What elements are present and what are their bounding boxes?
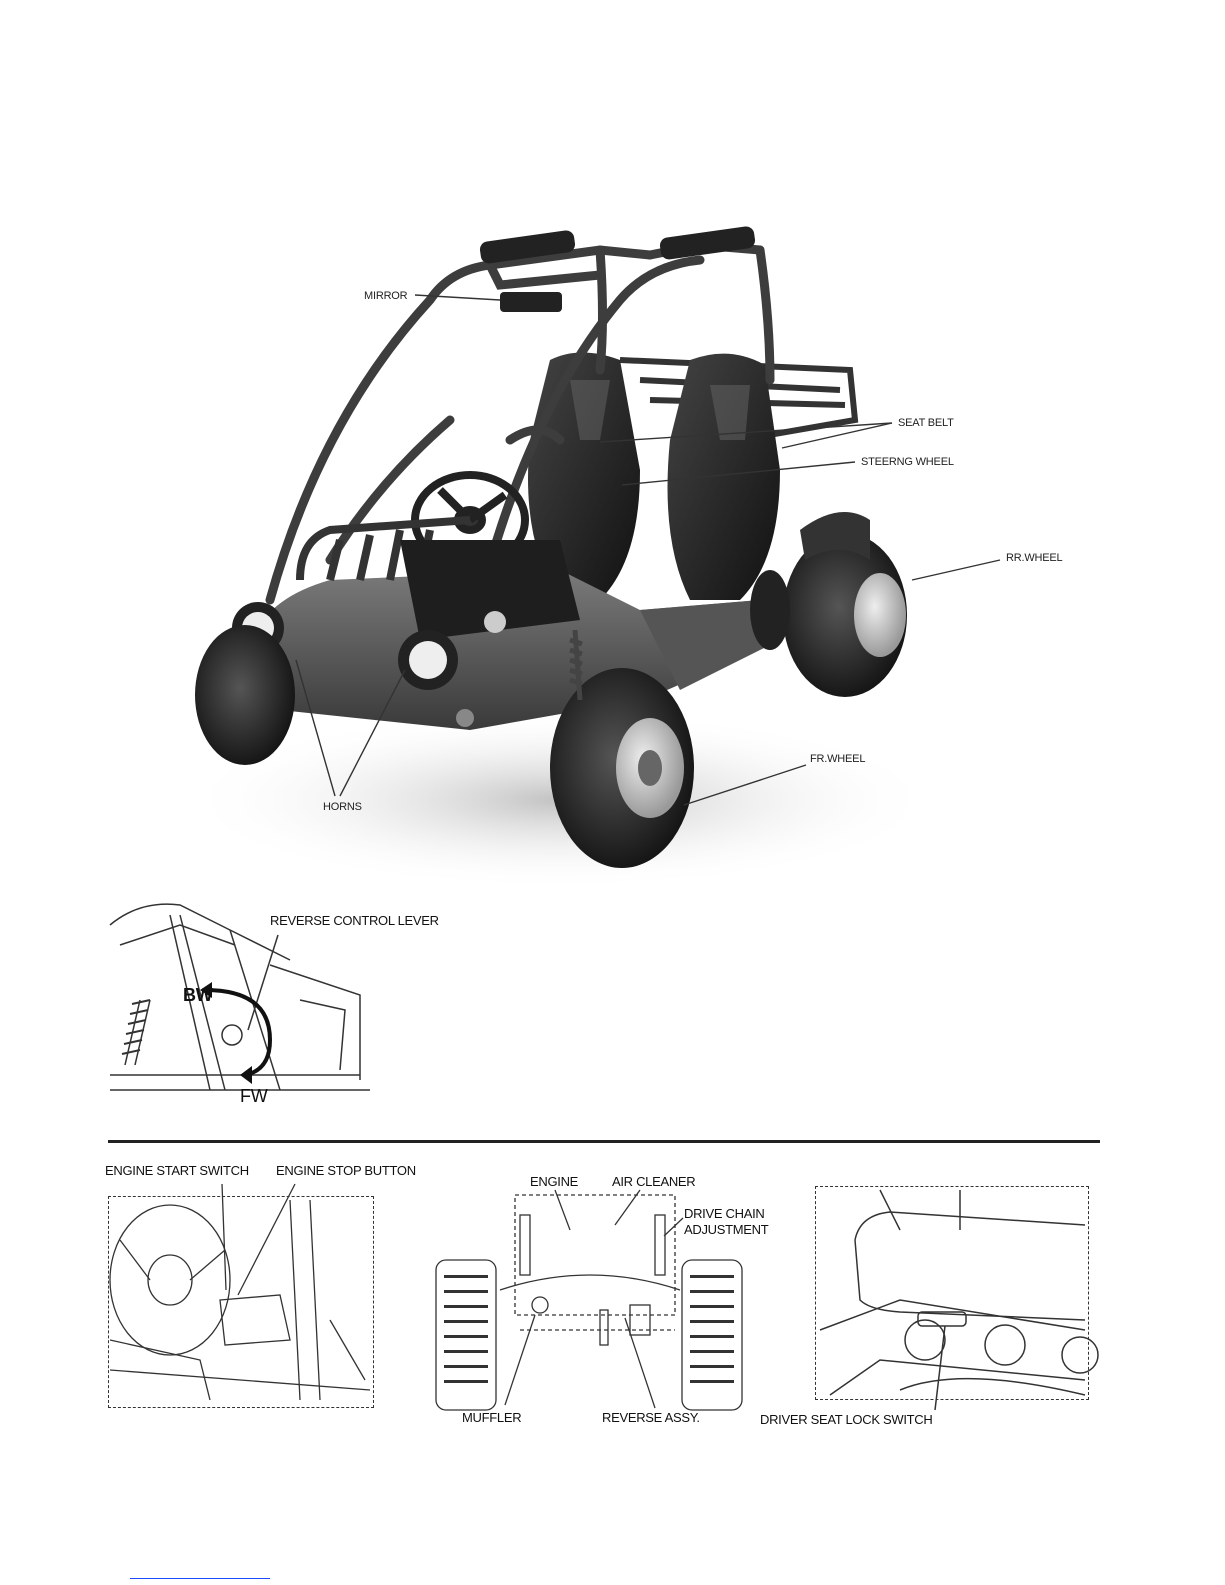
rear-right-wheel xyxy=(783,512,907,697)
label-adjustment: ADJUSTMENT xyxy=(684,1222,768,1237)
mirror-shape xyxy=(500,292,562,312)
seats xyxy=(528,353,780,601)
label-air-cleaner: AIR CLEANER xyxy=(612,1174,695,1189)
label-engine-stop-button: ENGINE STOP BUTTON xyxy=(276,1163,416,1178)
label-steering-wheel: STEERNG WHEEL xyxy=(861,456,954,468)
label-fw: FW xyxy=(240,1086,267,1107)
label-bw: BW xyxy=(183,985,212,1006)
label-driver-seat-lock-switch: DRIVER SEAT LOCK SWITCH xyxy=(760,1412,932,1427)
label-mirror: MIRROR xyxy=(364,290,407,302)
front-left-wheel xyxy=(195,625,295,765)
dash-diagram-frame xyxy=(108,1196,374,1408)
reverse-arrow xyxy=(205,990,270,1075)
section-divider xyxy=(108,1140,1100,1143)
label-reverse-control-lever: REVERSE CONTROL LEVER xyxy=(270,913,439,928)
front-right-wheel xyxy=(550,668,694,868)
label-rr-wheel: RR.WHEEL xyxy=(1006,552,1062,564)
label-engine: ENGINE xyxy=(530,1174,578,1189)
tire-tread-left xyxy=(444,1275,488,1383)
tire-tread-right xyxy=(690,1275,734,1383)
reverse-shock xyxy=(122,1000,150,1054)
rear-wheel-left xyxy=(750,570,790,650)
label-muffler: MUFFLER xyxy=(462,1410,521,1425)
label-seat-belt: SEAT BELT xyxy=(898,417,954,429)
seat-lock-diagram-frame xyxy=(815,1186,1089,1400)
label-engine-start-switch: ENGINE START SWITCH xyxy=(105,1163,249,1178)
label-drive-chain: DRIVE CHAIN xyxy=(684,1206,765,1221)
label-reverse-assy: REVERSE ASSY. xyxy=(602,1410,700,1425)
label-horns: HORNS xyxy=(323,801,362,813)
footer-link-underline[interactable] xyxy=(130,1578,270,1579)
roll-bar-pads xyxy=(479,225,756,264)
label-fr-wheel: FR.WHEEL xyxy=(810,753,865,765)
